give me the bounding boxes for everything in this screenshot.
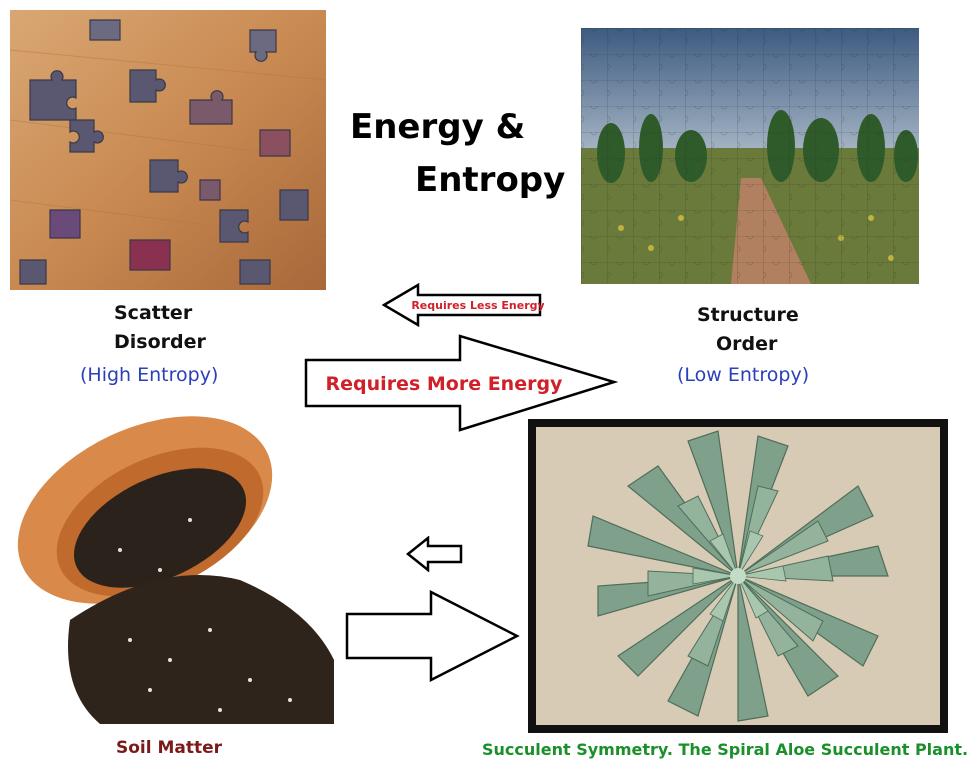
soil-caption: Soil Matter (116, 738, 223, 758)
more-energy-arrow: Requires More Energy (304, 334, 618, 432)
low-entropy-label: (Low Entropy) (677, 364, 810, 386)
title-line-1: Energy & (350, 107, 526, 147)
scatter-label: Scatter (114, 302, 193, 324)
title-line-2: Entropy (415, 160, 566, 200)
soil-pot-photo (10, 410, 334, 724)
small-return-arrow (406, 536, 463, 572)
disorder-label: Disorder (114, 331, 206, 353)
structure-label: Structure (697, 304, 799, 326)
scattered-puzzle-photo (10, 10, 326, 290)
big-forward-arrow (345, 590, 520, 682)
more-energy-label: Requires More Energy (326, 373, 564, 395)
spiral-aloe-photo (528, 419, 948, 733)
order-label: Order (716, 333, 778, 355)
high-entropy-label: (High Entropy) (80, 364, 219, 386)
less-energy-label: Requires Less Energy (411, 299, 544, 312)
succulent-caption: Succulent Symmetry. The Spiral Aloe Succ… (482, 740, 969, 759)
assembled-puzzle-photo (581, 28, 919, 284)
less-energy-arrow: Requires Less Energy (382, 283, 544, 327)
